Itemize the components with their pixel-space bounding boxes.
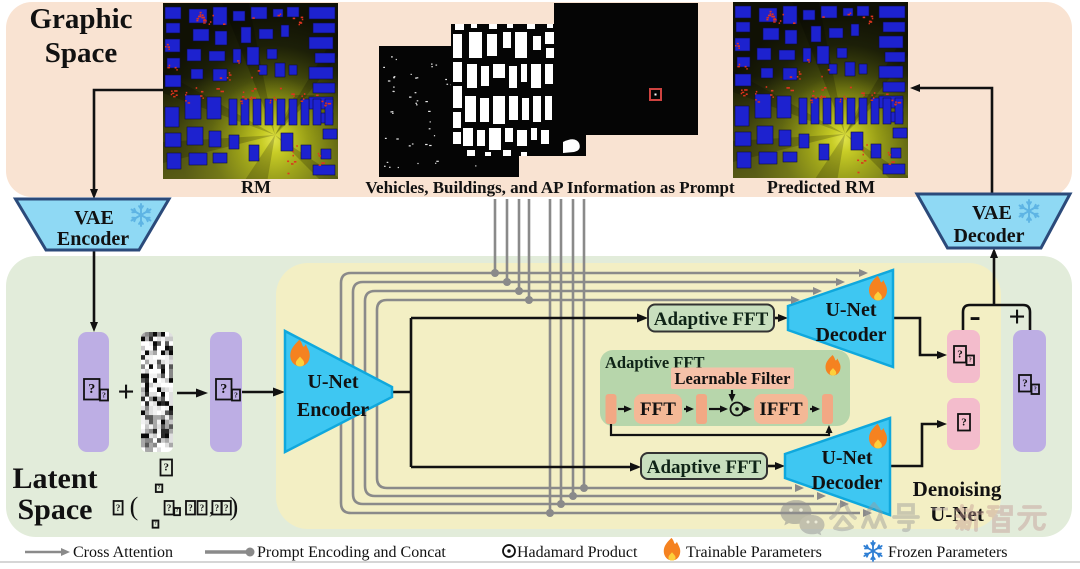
svg-text:Learnable Filter: Learnable Filter xyxy=(675,369,791,388)
svg-text:?: ? xyxy=(164,462,170,474)
svg-text:Trainable Parameters: Trainable Parameters xyxy=(686,544,822,561)
svg-text:?: ? xyxy=(234,391,238,400)
svg-text:Space: Space xyxy=(18,493,93,526)
svg-text:?: ? xyxy=(969,357,972,363)
svg-text:?: ? xyxy=(167,503,172,513)
svg-text:?: ? xyxy=(102,391,106,400)
svg-text:Graphic: Graphic xyxy=(29,3,132,35)
svg-text:Decoder: Decoder xyxy=(815,324,886,346)
svg-text:Hadamard Product: Hadamard Product xyxy=(517,544,638,561)
svg-text:Denoising: Denoising xyxy=(913,477,1002,501)
svg-text:Encoder: Encoder xyxy=(297,399,369,421)
svg-text:+: + xyxy=(117,376,134,409)
svg-text:?: ? xyxy=(224,503,229,513)
svg-text:Predicted RM: Predicted RM xyxy=(767,177,875,197)
svg-text:RM: RM xyxy=(241,177,271,197)
svg-text:-: - xyxy=(969,298,980,335)
svg-text:?: ? xyxy=(116,503,121,513)
svg-text:VAE: VAE xyxy=(972,202,1012,224)
svg-text:?: ? xyxy=(961,416,967,428)
svg-text:?: ? xyxy=(957,348,963,360)
svg-text:Frozen Parameters: Frozen Parameters xyxy=(888,544,1008,561)
svg-text:IFFT: IFFT xyxy=(759,399,803,420)
svg-text:U-Net: U-Net xyxy=(821,447,872,469)
svg-text:?: ? xyxy=(215,503,220,513)
svg-text:U-Net: U-Net xyxy=(825,299,876,321)
svg-text:FFT: FFT xyxy=(640,399,676,420)
svg-text:?: ? xyxy=(220,382,227,397)
svg-text:?: ? xyxy=(200,503,205,513)
svg-text:Adaptive FFT: Adaptive FFT xyxy=(647,457,762,478)
svg-text:Vehicles, Buildings, and AP In: Vehicles, Buildings, and AP Information … xyxy=(365,178,735,197)
svg-text:VAE: VAE xyxy=(74,207,114,229)
svg-text:Cross Attention: Cross Attention xyxy=(73,544,173,561)
svg-text:Prompt Encoding and Concat: Prompt Encoding and Concat xyxy=(257,544,446,561)
svg-text:?: ? xyxy=(1022,377,1028,389)
svg-text:+: + xyxy=(1008,301,1025,334)
svg-text:?: ? xyxy=(1034,386,1037,392)
svg-text:U-Net: U-Net xyxy=(307,371,358,393)
svg-text:Encoder: Encoder xyxy=(57,228,129,250)
svg-text:?: ? xyxy=(188,503,193,513)
svg-text:): ) xyxy=(230,492,239,521)
svg-text:?: ? xyxy=(88,382,95,397)
svg-text:Decoder: Decoder xyxy=(953,225,1024,247)
svg-text:Adaptive FFT: Adaptive FFT xyxy=(654,309,769,330)
svg-text:Decoder: Decoder xyxy=(811,472,882,494)
svg-text:Latent: Latent xyxy=(13,462,98,495)
svg-text:Space: Space xyxy=(45,37,118,69)
svg-text:(: ( xyxy=(130,492,139,521)
